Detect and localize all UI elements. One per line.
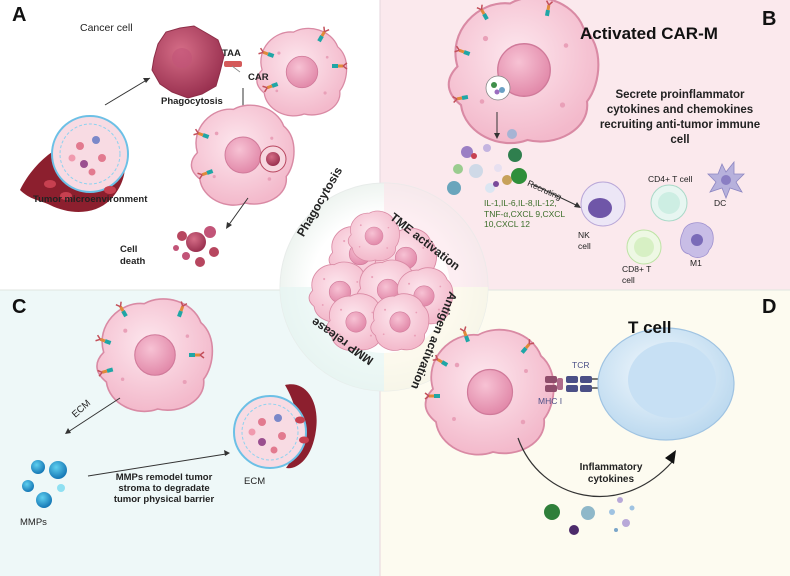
m1-macrophage-icon bbox=[680, 222, 714, 258]
cd4-t-cell-icon bbox=[650, 184, 688, 222]
arrow-to-cytokines-head bbox=[494, 133, 500, 139]
cytokine-particles-icon bbox=[447, 129, 527, 195]
panel-b-letter: B bbox=[762, 8, 777, 30]
dc-label: DC bbox=[714, 198, 727, 208]
nk-cell-label-line1: NK bbox=[578, 230, 590, 240]
tumor-microenvironment-label: Tumor microenvironment bbox=[33, 194, 148, 205]
cell-death-label-line1: Cell bbox=[120, 244, 138, 255]
cd4-t-cell-label: CD4+ T cell bbox=[648, 174, 693, 184]
cytokine-list: IL-1,IL-6,IL-8,IL-12, TNF-α,CXCL 9,CXCL … bbox=[484, 198, 565, 230]
arrow-to-ecm-head bbox=[224, 450, 230, 456]
mhc-label: MHC I bbox=[538, 396, 563, 406]
engulfing-macrophage-icon bbox=[190, 104, 295, 206]
arrow-to-death-head bbox=[226, 222, 232, 229]
m1-label: M1 bbox=[690, 258, 702, 268]
activated-car-m-title: Activated CAR-M bbox=[580, 24, 718, 43]
secrete-line-3: recruiting anti-tumor immune bbox=[599, 119, 761, 131]
car-label: CAR bbox=[248, 72, 269, 83]
secrete-line-2: cytokines and chemokines bbox=[606, 104, 754, 116]
remodel-line-3: tumor physical barrier bbox=[113, 494, 215, 505]
arrow-cytokines-to-tcell-head bbox=[665, 450, 676, 464]
cd8-t-cell-label-line1: CD8+ T bbox=[622, 264, 652, 274]
mmp-spheres-icon bbox=[22, 460, 67, 508]
cell-death-label-line2: death bbox=[120, 256, 146, 267]
t-cell-title: T cell bbox=[628, 318, 672, 337]
inflammatory-cytokine-particles-icon bbox=[544, 497, 635, 535]
inflammatory-cytokines-text: Inflammatory cytokines bbox=[566, 462, 656, 486]
cell-death-fragments-icon bbox=[173, 226, 219, 267]
mmp-remodel-text: MMPs remodel tumor stroma to degradate t… bbox=[94, 472, 234, 505]
ecm-label: ECM bbox=[244, 476, 266, 487]
panel-c-letter: C bbox=[12, 296, 27, 318]
arrow-to-death bbox=[227, 197, 249, 227]
inflammatory-line-1: Inflammatory bbox=[579, 462, 643, 473]
secrete-text: Secrete proinflammator cytokines and che… bbox=[585, 88, 775, 148]
cytokine-line-2: TNF-α,CXCL 9,CXCL bbox=[484, 208, 566, 219]
arrow-to-mmps bbox=[67, 397, 121, 433]
arrow-tme-to-cancer-head bbox=[143, 78, 150, 83]
mmp-secreting-macrophage-icon bbox=[94, 298, 214, 413]
arrow-to-mmps-head bbox=[65, 428, 71, 434]
dc-icon bbox=[707, 160, 745, 200]
cd8-t-cell-icon bbox=[626, 229, 662, 265]
car-macrophage-icon bbox=[256, 25, 348, 117]
phagocytosis-label: Phagocytosis bbox=[161, 96, 223, 107]
remodel-line-2: stroma to degradate bbox=[118, 483, 210, 494]
nk-cell-icon bbox=[580, 181, 626, 227]
ecm-tumor-icon bbox=[233, 384, 317, 469]
activated-car-m-icon bbox=[447, 0, 600, 145]
nk-cell-label-line2: cell bbox=[578, 241, 591, 251]
inflammatory-line-2: cytokines bbox=[587, 474, 635, 485]
secrete-line-4: cell bbox=[670, 134, 690, 146]
mmps-label: MMPs bbox=[20, 517, 47, 528]
panel-d-letter: D bbox=[762, 296, 777, 318]
remodel-line-1: MMPs remodel tumor bbox=[115, 472, 213, 483]
taa-label: TAA bbox=[222, 48, 241, 59]
taa-car-binding-icon bbox=[224, 61, 242, 73]
cytokine-line-3: 10,CXCL 12 bbox=[484, 219, 530, 229]
t-cell-icon bbox=[597, 327, 735, 441]
cd8-t-cell-label-line2: cell bbox=[622, 275, 635, 285]
tcr-label: TCR bbox=[572, 360, 590, 370]
arrow-recruiting-head bbox=[574, 202, 581, 208]
arrow-cytokines-to-tcell bbox=[517, 437, 673, 497]
panel-a-letter: A bbox=[12, 4, 27, 26]
arrow-tme-to-cancer bbox=[104, 77, 151, 106]
arrow-recruiting bbox=[531, 183, 579, 207]
arrow-to-ecm bbox=[87, 453, 227, 477]
cancer-cell-label: Cancer cell bbox=[80, 22, 133, 34]
secrete-line-1: Secrete proinflammator bbox=[615, 89, 745, 101]
cytokine-line-1: IL-1,IL-6,IL-8,IL-12, bbox=[484, 198, 557, 208]
cancer-cell-icon bbox=[151, 25, 225, 99]
tumor-microenvironment-icon bbox=[20, 115, 129, 212]
